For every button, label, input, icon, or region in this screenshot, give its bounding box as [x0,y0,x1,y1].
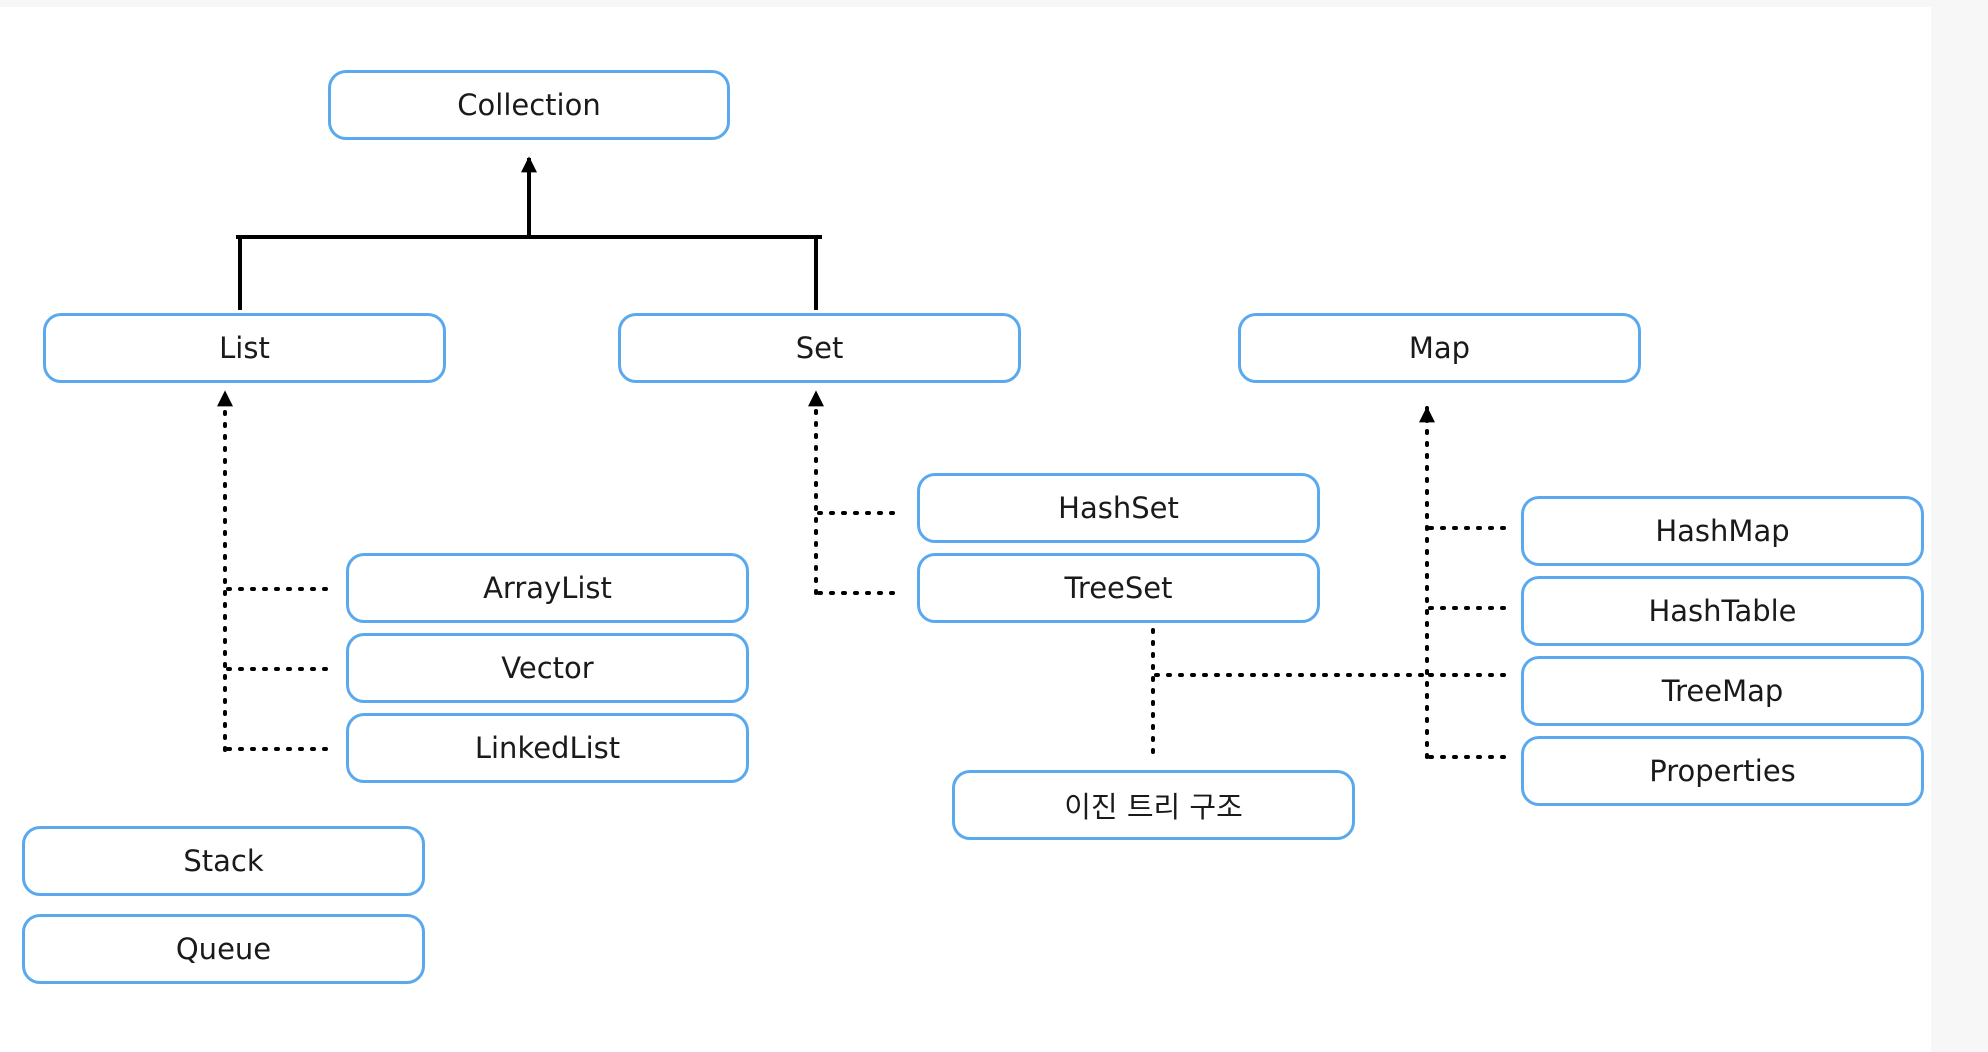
node-treeset-label: TreeSet [1064,571,1173,605]
node-set: Set [618,313,1021,383]
node-linkedlist-label: LinkedList [474,731,621,765]
node-linkedlist: LinkedList [346,713,749,783]
node-vector: Vector [346,633,749,703]
node-hashtable-label: HashTable [1648,594,1797,628]
node-binary-tree-label: 이진 트리 구조 [1064,790,1243,824]
node-list-label: List [219,331,270,365]
node-set-label: Set [795,331,844,365]
node-queue-label: Queue [175,932,272,966]
node-binary-tree: 이진 트리 구조 [952,770,1355,840]
node-treemap-label: TreeMap [1661,674,1784,708]
node-treemap: TreeMap [1521,656,1924,726]
node-stack: Stack [22,826,425,896]
node-hashmap: HashMap [1521,496,1924,566]
node-arraylist: ArrayList [346,553,749,623]
node-treeset: TreeSet [917,553,1320,623]
node-stack-label: Stack [183,844,264,878]
node-hashmap-label: HashMap [1655,514,1790,548]
node-collection: Collection [328,70,730,140]
binary-tree-connectors [1151,628,1429,762]
node-hashset: HashSet [917,473,1320,543]
node-hashset-label: HashSet [1058,491,1179,525]
node-queue: Queue [22,914,425,984]
inheritance-connector [236,156,822,310]
node-properties-label: Properties [1649,754,1796,788]
node-properties: Properties [1521,736,1924,806]
node-arraylist-label: ArrayList [483,571,612,605]
node-collection-label: Collection [457,88,601,122]
node-map-label: Map [1408,331,1471,365]
node-hashtable: HashTable [1521,576,1924,646]
list-implementation-connectors [217,390,336,752]
map-implementation-connectors [1419,406,1512,759]
set-implementation-connectors [808,390,902,595]
node-vector-label: Vector [501,651,594,685]
node-list: List [43,313,446,383]
node-map: Map [1238,313,1641,383]
